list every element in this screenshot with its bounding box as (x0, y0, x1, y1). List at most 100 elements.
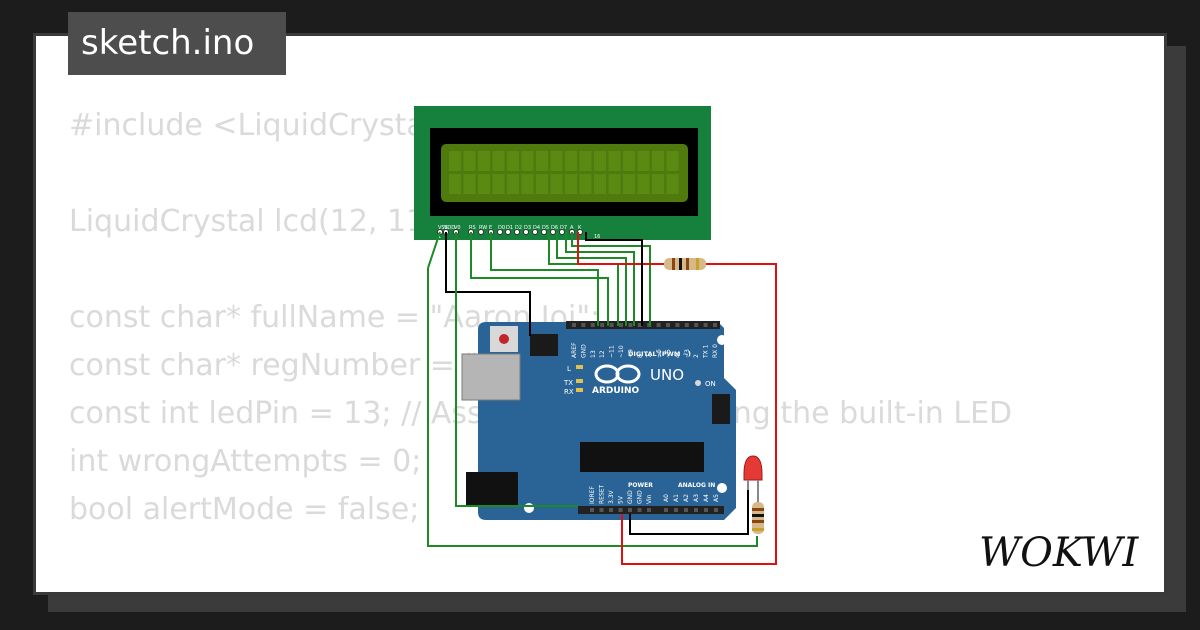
power-pin-label: Vin (646, 494, 653, 504)
icsp-header-right (712, 394, 730, 424)
lcd-char-cell (521, 151, 534, 171)
lcd-pin-first: 1 (438, 234, 441, 240)
code-line: bool alertMode = false; (69, 492, 420, 527)
icsp-header (530, 334, 558, 356)
wire-black (629, 490, 749, 535)
lcd-char-cell (637, 151, 650, 171)
lcd-pin-d3 (523, 229, 529, 235)
lcd-char-cell (666, 151, 679, 171)
digital-pin-label: ~3 (684, 349, 691, 358)
lcd-char-cell (594, 174, 606, 194)
wire-black (445, 232, 531, 336)
digital-pin-label: 12 (599, 350, 606, 358)
digital-pin (581, 323, 586, 327)
digital-pin-label: ~11 (609, 345, 616, 358)
wire-green (490, 232, 599, 326)
lcd-pin-d6 (550, 229, 556, 235)
lcd-pin-d0 (497, 229, 503, 235)
digital-pin-label: GND (580, 344, 587, 358)
digital-pin (619, 323, 623, 327)
resistor-band (679, 258, 682, 270)
lcd-pin-label: D7 (560, 225, 567, 231)
digital-pin (684, 323, 689, 327)
lcd-char-cell (536, 151, 548, 171)
analog-pin (714, 508, 718, 512)
led-dome (743, 455, 763, 481)
power-pin-label: RESET (599, 484, 606, 504)
resistor-band (696, 258, 699, 270)
resistor-band (672, 258, 675, 270)
digital-pin (600, 323, 605, 327)
lcd-pin-label: E (489, 225, 492, 231)
lcd-char-cell (449, 174, 461, 194)
lcd-char-cell (565, 174, 577, 194)
lcd-char-cell (478, 174, 490, 194)
digital-pin-label: 8 (637, 354, 644, 358)
lcd-pin-label: VDD (444, 225, 455, 231)
resistor-backlight[interactable] (664, 258, 706, 270)
lcd-char-cell (449, 151, 461, 171)
resistor-band (752, 508, 764, 511)
lcd-pin-last: 16 (594, 234, 600, 240)
lcd-char-cell (608, 151, 621, 171)
analog-pin (674, 508, 678, 512)
wire-green (556, 232, 627, 326)
digital-pin (609, 323, 614, 327)
analog-pin-label: A5 (713, 494, 720, 502)
lcd-char-cell (521, 174, 534, 194)
wire-red (621, 263, 777, 565)
digital-pin (637, 323, 642, 327)
lcd-char-cell (652, 174, 664, 194)
lcd-char-cell (536, 174, 548, 194)
digital-pin-label: ~6 (656, 349, 663, 358)
digital-pin-label: 4 (674, 354, 681, 358)
lcd-pin-label: D5 (542, 225, 549, 231)
digital-pin-label: ~10 (618, 345, 625, 358)
resistor-band (686, 258, 689, 270)
lcd-pin-label: D6 (551, 225, 558, 231)
lcd-pin-d1 (505, 229, 511, 235)
analog-pin (684, 508, 688, 512)
power-pin (628, 508, 632, 512)
lcd-char-cell (507, 151, 519, 171)
mounting-hole (717, 483, 727, 493)
wire-red (577, 232, 664, 265)
power-pin (609, 508, 613, 512)
wire-green (571, 232, 651, 326)
resistor-band (752, 520, 764, 523)
power-pin-label: IOREF (589, 486, 596, 504)
power-pin-label: 3.3V (608, 489, 615, 504)
lcd-char-cell (550, 151, 563, 171)
lcd-char-cell (565, 151, 577, 171)
digital-pin-label: TX 1 (703, 344, 710, 359)
digital-pin (666, 323, 670, 327)
wire-green (427, 268, 758, 547)
digital-pin (713, 323, 717, 327)
lcd-pin-label: D2 (515, 225, 522, 231)
uno-label: UNO (650, 366, 684, 384)
power-pin-label: GND (637, 490, 644, 504)
lcd-pin-rw (478, 229, 484, 235)
lcd-pin-label: RW (479, 225, 487, 231)
lcd-char-cell (478, 151, 490, 171)
lcd-pin-label: D4 (533, 225, 540, 231)
lcd-pin-label: VSS (438, 225, 448, 231)
resistor-led[interactable] (752, 502, 764, 534)
digital-pin-label: 2 (693, 354, 700, 358)
wire-green (455, 232, 578, 507)
resistor-band (752, 528, 764, 531)
lcd-pin-label: RS (469, 225, 476, 231)
digital-pin (572, 323, 576, 327)
digital-pin-label: ~5 (665, 349, 672, 358)
red-led[interactable] (743, 455, 763, 502)
power-pin-label: GND (627, 490, 634, 504)
power-label: POWER (628, 482, 653, 489)
wokwi-logo: WOKWI (979, 530, 1139, 576)
